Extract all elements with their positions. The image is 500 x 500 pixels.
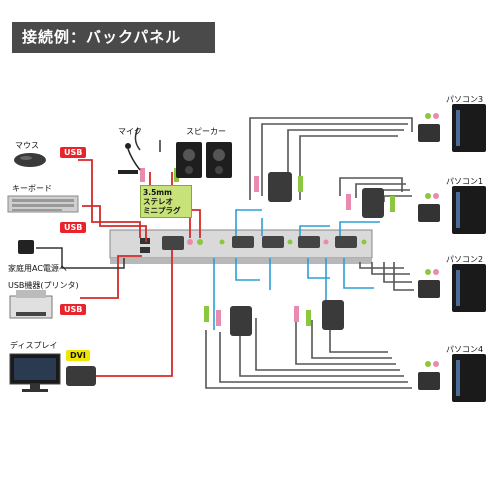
- pc1-label: パソコン1: [446, 177, 484, 186]
- power-cable: [36, 127, 161, 269]
- pc-tower-2: [452, 264, 486, 312]
- kvm-switch: [109, 229, 373, 264]
- pc4-label: パソコン4: [446, 345, 484, 354]
- audio-tag-line2: ステレオ: [143, 197, 173, 206]
- mouse-label: マウス: [15, 141, 39, 150]
- monitor: [9, 353, 61, 392]
- pc3-label: パソコン3: [446, 95, 484, 104]
- pc-connector-clusters: [418, 113, 440, 390]
- pc-gray-cables: [205, 117, 414, 389]
- usb-blue-cables: [213, 209, 380, 330]
- pc-tower-3: [452, 104, 486, 152]
- pc-tower-4: [452, 354, 486, 402]
- usb-badge-mouse: USB: [60, 147, 87, 158]
- pc2-label: パソコン2: [446, 255, 484, 264]
- mouse: [14, 153, 46, 167]
- dvi-connectors: [66, 172, 384, 386]
- power-adapter: [18, 240, 34, 254]
- usb-device-label: USB機器(プリンタ): [8, 281, 79, 290]
- usb-badge-keyboard: USB: [60, 222, 87, 233]
- dvi-badge-display: DVI: [66, 350, 90, 361]
- mic-label: マイク: [118, 127, 142, 136]
- audio-plug-tag: 3.5mm ステレオ ミニプラグ: [140, 185, 192, 218]
- audio-tag-line3: ミニプラグ: [143, 206, 181, 215]
- keyboard-label: キーボード: [12, 184, 52, 193]
- display-label: ディスプレイ: [10, 341, 58, 350]
- usb-badge-printer: USB: [60, 304, 87, 315]
- speaker-label: スピーカー: [186, 127, 226, 136]
- microphone: [118, 143, 141, 174]
- printer: [9, 290, 53, 319]
- keyboard: [7, 195, 79, 213]
- speakers: [176, 142, 232, 178]
- power-label: 家庭用AC電源へ: [8, 264, 67, 273]
- pc-tower-1: [452, 186, 486, 234]
- audio-tag-line1: 3.5mm: [143, 188, 172, 197]
- page-title: 接続例：バックパネル: [12, 22, 215, 53]
